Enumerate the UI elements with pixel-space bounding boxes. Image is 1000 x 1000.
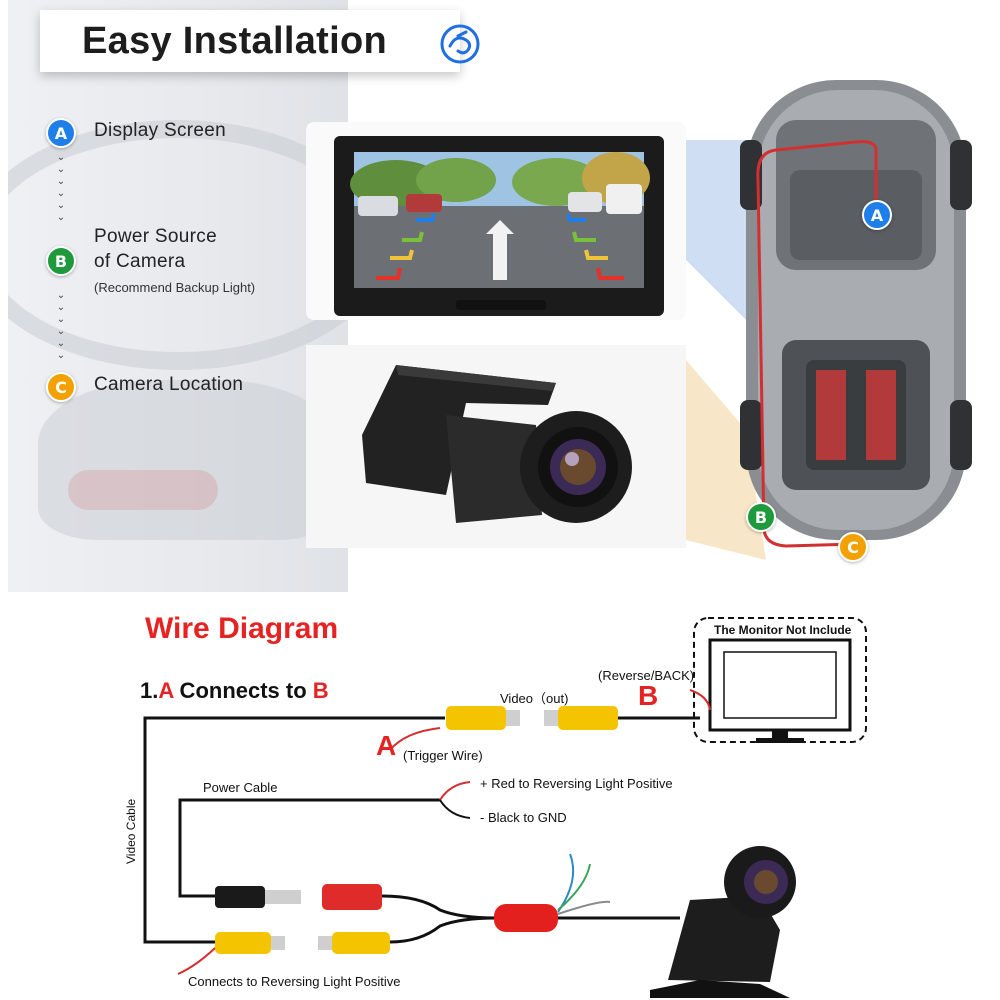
car-top-view (686, 80, 972, 560)
step-connector-dots: ⌄⌄⌄⌄⌄⌄ (56, 290, 66, 361)
background-car-photo (8, 0, 348, 592)
page-title: Easy Installation (82, 19, 387, 62)
step-c-label: Camera Location (94, 374, 244, 395)
power-cable-label: Power Cable (203, 780, 278, 795)
car-marker-a: A (862, 200, 892, 230)
black-wire-label: - Black to GND (480, 810, 567, 825)
step-camera-location: C Camera Location (46, 372, 243, 402)
title-banner: Easy Installation (40, 10, 460, 72)
reverse-back-label: (Reverse/BACK) (598, 668, 695, 683)
marker-a-label: A (376, 730, 397, 761)
step-b-label-line2: of Camera (94, 251, 186, 272)
badge-b: B (46, 246, 76, 276)
video-out-label: Video（out) (500, 691, 569, 706)
display-screen-photo (306, 122, 686, 320)
brand-logo-icon (440, 24, 480, 64)
step-b-label-line1: Power Source (94, 226, 217, 247)
badge-a: A (46, 118, 76, 148)
marker-b-label: B (638, 680, 659, 711)
red-wire-label: + Red to Reversing Light Positive (480, 776, 673, 791)
backup-camera (362, 365, 632, 523)
step-display-screen: A Display Screen (46, 118, 226, 148)
step-a-label: Display Screen (94, 120, 226, 141)
step-power-source: B Power Source of Camera (Recommend Back… (46, 224, 255, 295)
car-marker-c: C (838, 532, 868, 562)
video-cable-label: Video Cable (124, 798, 138, 864)
reversing-light-label: Connects to Reversing Light Positive (188, 974, 401, 989)
car-display-monitor (334, 136, 664, 316)
wire-diagram-graphic (143, 617, 867, 998)
backup-camera-photo (306, 345, 686, 548)
badge-c: C (46, 372, 76, 402)
step-b-note: (Recommend Backup Light) (94, 280, 256, 295)
car-marker-b: B (746, 502, 776, 532)
wire-diagram-subtitle: 1.A Connects to B (140, 678, 329, 703)
step-connector-dots: ⌄⌄⌄⌄⌄⌄ (56, 152, 66, 223)
wire-diagram-title: Wire Diagram (145, 612, 339, 645)
trigger-wire-label: (Trigger Wire) (403, 748, 483, 763)
monitor-not-included-note: The Monitor Not Include (714, 623, 852, 637)
installation-section: Easy Installation A Display Screen ⌄⌄⌄⌄⌄… (8, 0, 972, 592)
